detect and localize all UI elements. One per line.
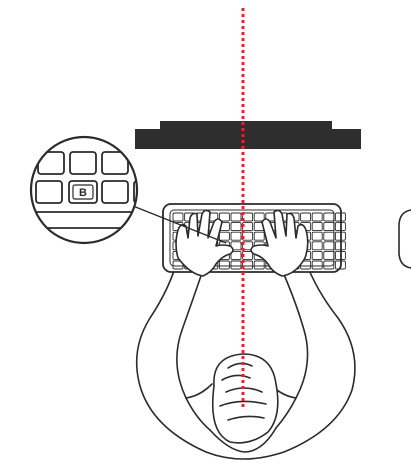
monitor-icon bbox=[135, 121, 361, 149]
magnifier-callout-icon: B bbox=[28, 137, 160, 243]
b-key-label: B bbox=[79, 187, 87, 199]
b-key: B bbox=[69, 181, 97, 203]
mouse-icon bbox=[399, 210, 411, 268]
person-top-view-icon bbox=[137, 258, 355, 459]
